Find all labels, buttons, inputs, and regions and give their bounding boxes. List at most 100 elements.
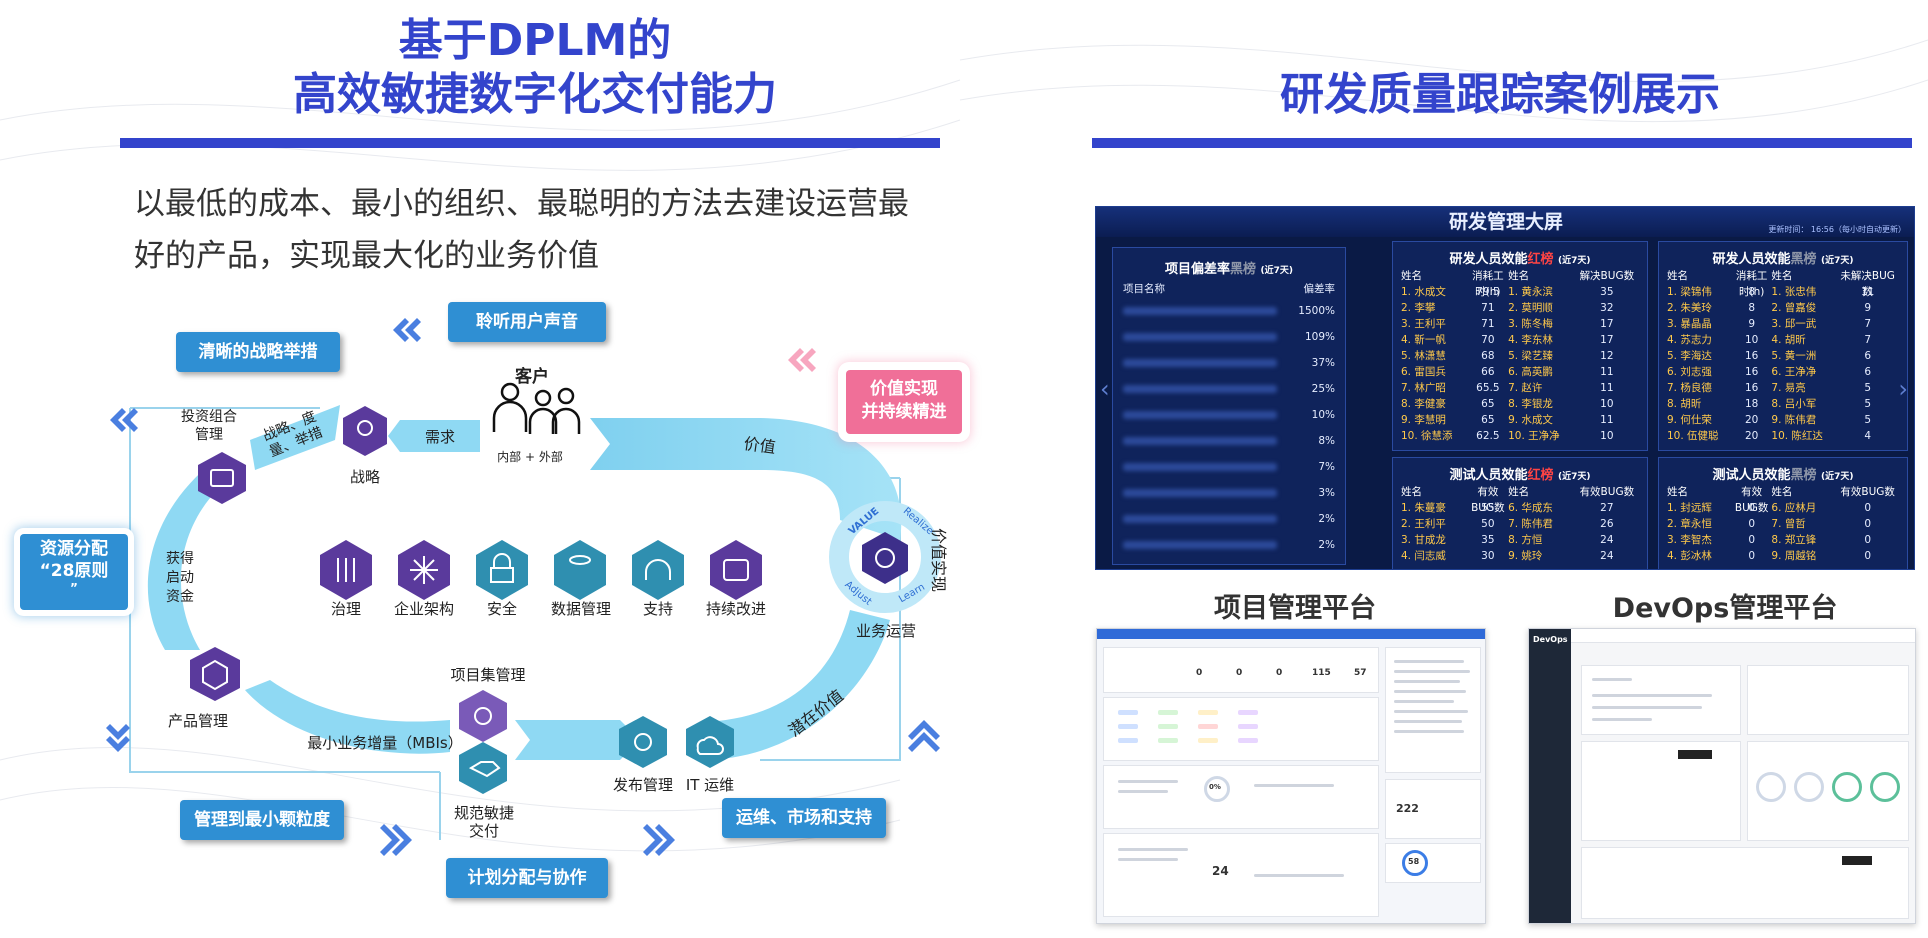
right-title-rule [1092,138,1912,148]
cap-governance-label: 治理 [330,600,361,618]
table-row-cell: 18 [1744,398,1759,410]
table-row-cell: 68 [1481,350,1495,362]
pdca-icon [723,559,749,581]
dashboard-header: 研发管理大屏 更新时间： 16:56（每小时自动更新） [1096,207,1914,237]
right-title: 研发质量跟踪案例展示 [1280,69,1720,120]
table-row-cell: 11 [1600,366,1614,378]
table-row-cell: 7 [1864,318,1871,330]
table-row-cell: 0 [1864,502,1871,514]
table-row-cell: 4. 闫志威 [1401,550,1446,562]
table-row-cell: 10 [1600,398,1614,410]
table-row-cell: 10. 徐慧添 [1401,430,1453,442]
table-row-cell: 10 [1744,334,1759,346]
table-row-cell: 5 [1864,382,1871,394]
strategy-callout: 清晰的战略举措 [176,332,340,372]
table-row-cell: 6 [1864,350,1871,362]
release-gear-icon [634,733,652,751]
table-header-cell: 姓名 [1771,270,1793,282]
table-row-cell: 7 [1864,334,1871,346]
funding-line3: 资金 [166,589,194,605]
deviation-row: 1500% [1123,298,1335,324]
dashboard-prev-arrow-icon[interactable]: ‹ [1100,375,1110,403]
table-row-cell: 20 [1744,430,1759,442]
table-row-cell: 50 [1481,518,1495,530]
handshake-icon [468,761,501,778]
deviation-panel: 项目偏差率黑榜 (近7天) 项目名称 偏差率 1500% 109% 37% 25… [1112,247,1346,565]
table-row-cell: 4 [1864,430,1871,442]
database-icon [569,555,591,565]
devops-bottom-button[interactable] [1842,856,1872,865]
devops-task-button[interactable] [1678,750,1712,759]
cap-support-label: 支持 [642,600,673,618]
business-ops-icon [875,548,895,568]
business-ops-label: 业务运营 [855,622,916,640]
table-row-cell: 8. 郑立锋 [1771,534,1817,546]
strategy-bulb-icon [357,420,373,436]
table-row-cell: 55 [1481,502,1495,514]
table-row-cell: 0 [1748,550,1756,562]
pm-ring-card: 58 [1385,843,1481,883]
table-header: 姓名消耗工时(h)姓名解决BUG数 [1401,268,1639,298]
table-row-cell: 8. 李银龙 [1508,398,1553,410]
pm-progress-card: 0% [1103,765,1379,829]
table-header-cell: 姓名 [1667,270,1688,282]
table-header-cell: 姓名 [1401,486,1422,498]
cap-improve-label: 持续改进 [705,600,766,618]
table-header-cell: 姓名 [1667,486,1688,498]
customer-group-icon [492,382,581,434]
table-row-cell: 2. 章永恒 [1667,518,1712,530]
deviation-row: 7% [1123,454,1335,480]
voice-callout: 聆听用户声音 [448,302,606,342]
table-row-cell: 6. 雷国兵 [1401,366,1446,378]
table-row-cell: 79.5 [1476,286,1500,298]
value-realize-callout: 价值实现 并持续精进 [846,370,962,434]
cap-data-label: 数据管理 [550,600,611,618]
chevron-deco-1 [393,318,421,342]
agile-hex [459,742,507,794]
table-row-cell: 4. 胡昕 [1771,334,1806,346]
table-row-cell: 8. 吕小军 [1771,398,1817,410]
table-row-cell: 27 [1600,502,1614,514]
table-row-cell: 17 [1600,334,1614,346]
table-row-cell: 11 [1600,382,1614,394]
table-row-cell: 8 [1748,286,1756,298]
table-row-cell: 32 [1600,302,1614,314]
cap-data-hex [554,540,606,600]
flow-band-potential [700,610,890,760]
table-row-cell: 10. 伍健聪 [1667,430,1719,442]
table-row-cell: 7. 林广昭 [1401,382,1446,394]
agile-line2: 交付 [468,822,499,840]
portfolio-label: 投资组合 管理 [172,408,246,444]
cap-security-label: 安全 [486,600,517,618]
agile-line1: 规范敏捷 [453,804,514,822]
dashboard-next-arrow-icon[interactable]: › [1898,375,1908,403]
cloud-server-icon [696,736,724,755]
table-row-cell: 7. 陈伟君 [1508,518,1553,530]
deviation-head: 项目名称 偏差率 [1123,283,1335,295]
lock-icon [490,553,514,583]
cap-architecture-label: 企业架构 [393,600,454,618]
table-row-cell: 2. 莫明顺 [1508,302,1553,314]
table-row-cell: 9. 何仕荣 [1667,414,1712,426]
rd-dashboard-screenshot: 研发管理大屏 更新时间： 16:56（每小时自动更新） 项目偏差率黑榜 (近7天… [1095,206,1915,570]
table-header: 姓名有效BUG数姓名有效BUG数 [1401,484,1639,514]
cap-security-hex [476,540,528,600]
